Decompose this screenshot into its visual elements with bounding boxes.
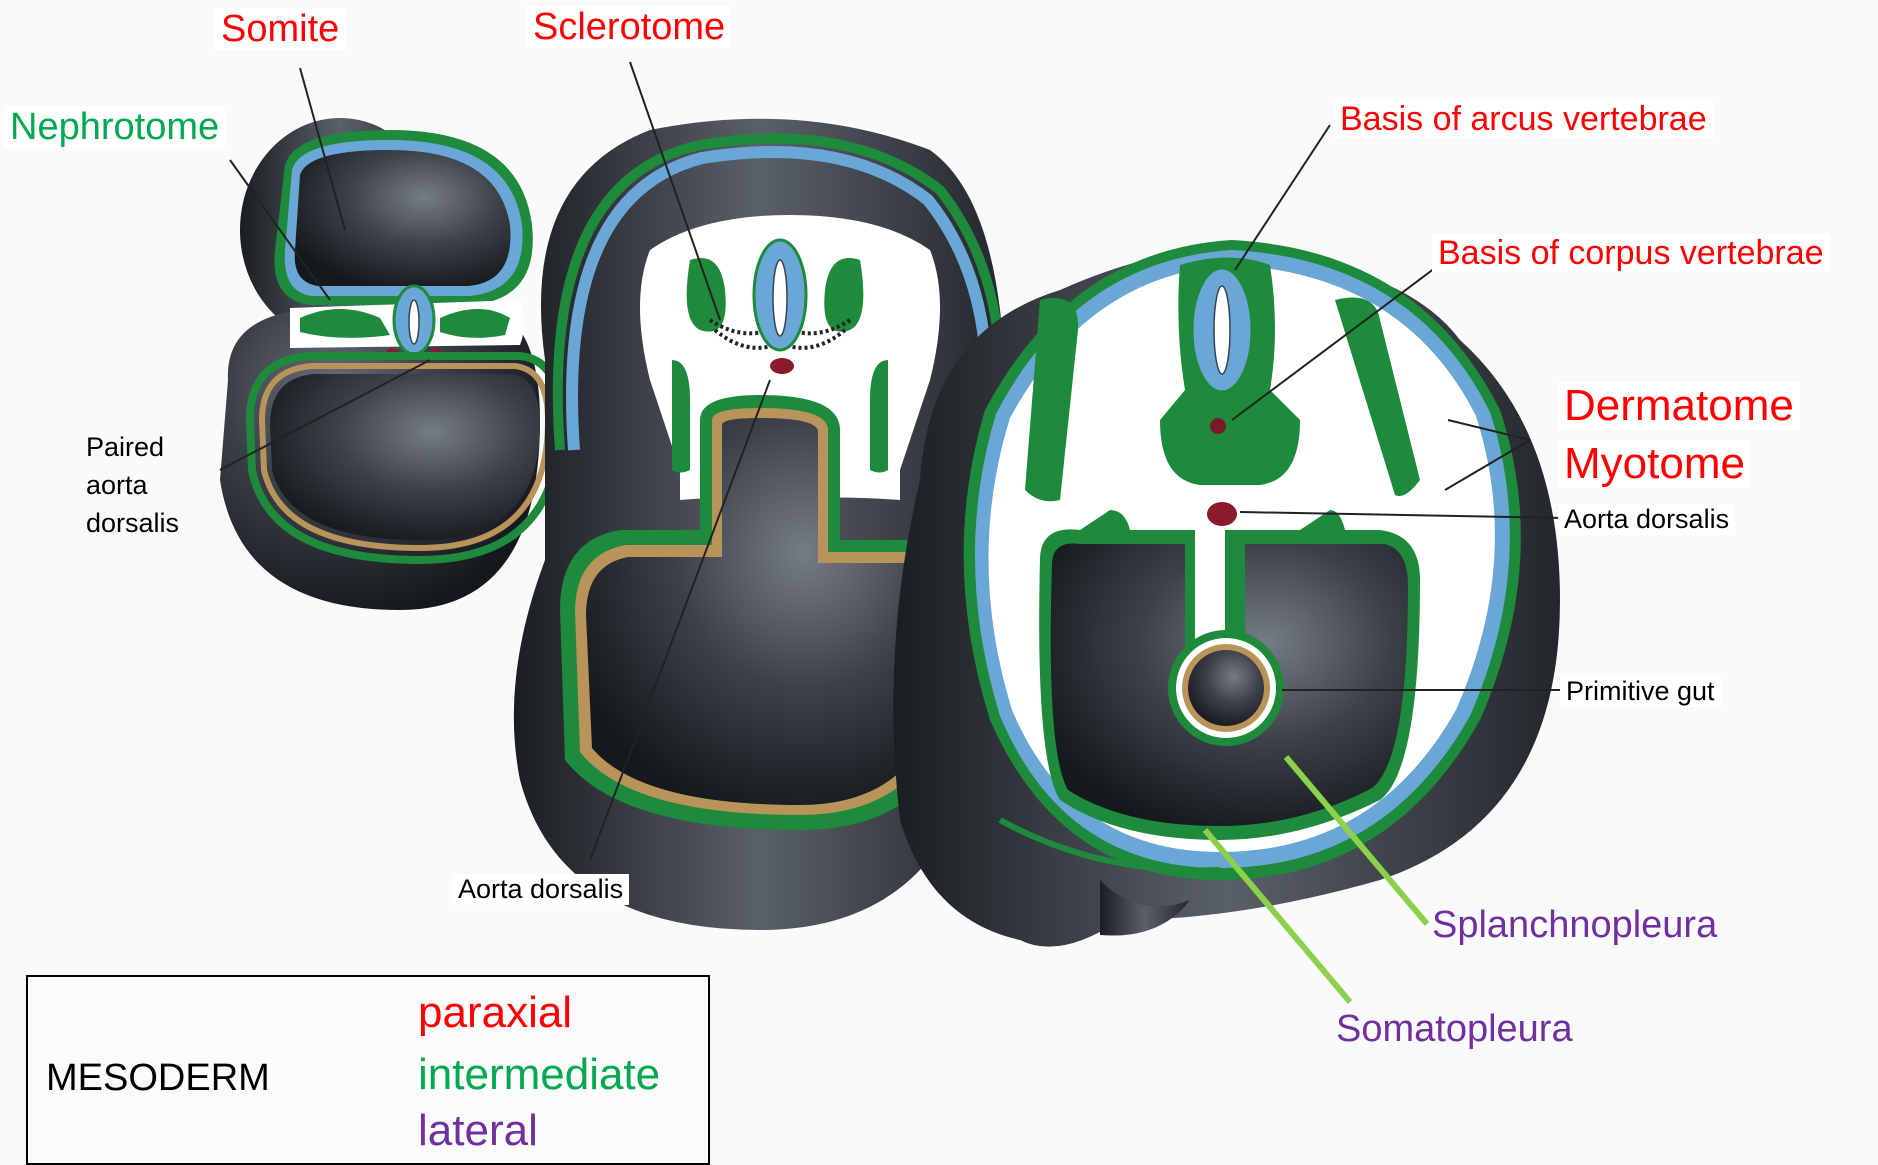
label-basis-arcus-vertebrae: Basis of arcus vertebrae (1334, 100, 1713, 138)
label-dermatome: Dermatome (1558, 382, 1800, 430)
legend-item-paraxial: paraxial (418, 991, 572, 1035)
legend-title: MESODERM (46, 1059, 270, 1097)
label-dorsalis: dorsalis (86, 510, 179, 537)
label-nephrotome: Nephrotome (4, 106, 225, 148)
label-primitive-gut: Primitive gut (1560, 676, 1721, 707)
label-sclerotome: Sclerotome (527, 6, 731, 48)
label-paired: Paired (86, 434, 164, 461)
label-splanchnopleura: Splanchnopleura (1432, 906, 1717, 944)
early-embryo-section (220, 118, 560, 610)
label-somatopleura: Somatopleura (1336, 1010, 1573, 1048)
label-somite: Somite (215, 8, 345, 50)
mesoderm-legend: MESODERM paraxial intermediate lateral (26, 975, 710, 1165)
legend-item-intermediate: intermediate (418, 1053, 660, 1097)
label-myotome: Myotome (1558, 440, 1751, 488)
label-aorta-dorsalis-right: Aorta dorsalis (1558, 504, 1735, 535)
label-aorta-dorsalis-bottom: Aorta dorsalis (452, 874, 629, 905)
label-aorta: aorta (86, 472, 148, 499)
advanced-embryo-section (893, 240, 1560, 947)
label-basis-corpus-vertebrae: Basis of corpus vertebrae (1432, 234, 1830, 272)
legend-item-lateral: lateral (418, 1109, 538, 1153)
